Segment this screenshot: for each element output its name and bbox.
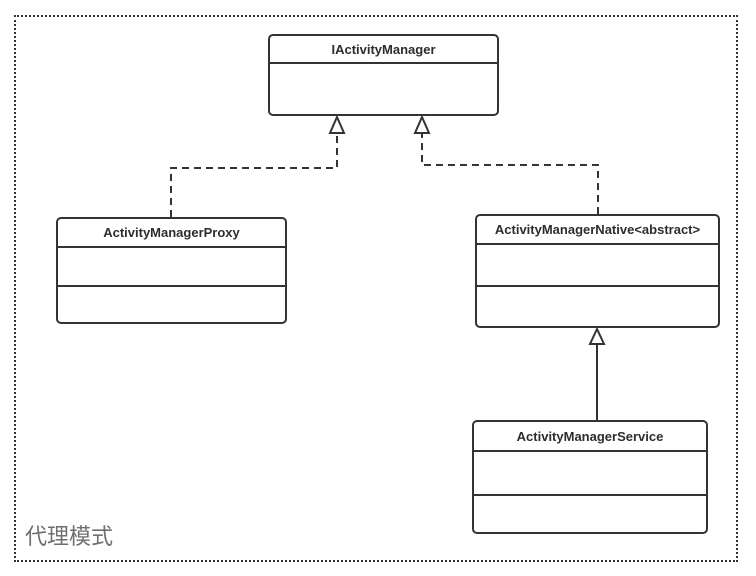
diagram-caption: 代理模式	[25, 525, 114, 550]
class-fields-compartment	[58, 248, 285, 287]
class-methods-compartment	[58, 287, 285, 322]
class-title: ActivityManagerNative<abstract>	[477, 216, 718, 245]
class-methods-compartment	[474, 496, 706, 532]
inheritance-arrow-service-to-native	[588, 326, 606, 420]
class-title: ActivityManagerProxy	[58, 219, 285, 248]
class-box-activitymanagernative: ActivityManagerNative<abstract>	[475, 214, 720, 328]
class-fields-compartment	[477, 245, 718, 287]
class-box-iactivitymanager: IActivityManager	[268, 34, 499, 116]
hollow-triangle-arrowhead	[588, 326, 606, 345]
hollow-triangle-arrowhead	[413, 114, 431, 134]
class-fields-compartment	[474, 452, 706, 496]
class-box-activitymanagerproxy: ActivityManagerProxy	[56, 217, 287, 324]
class-title: ActivityManagerService	[474, 422, 706, 452]
hollow-triangle-arrowhead	[328, 114, 346, 134]
class-box-activitymanagerservice: ActivityManagerService	[472, 420, 708, 534]
realization-arrow-native-to-iactivitymanager	[413, 114, 599, 214]
realization-arrow-proxy-to-iactivitymanager	[170, 114, 346, 217]
class-title: IActivityManager	[270, 36, 497, 64]
class-methods-compartment	[477, 287, 718, 326]
class-body-compartment	[270, 64, 497, 114]
